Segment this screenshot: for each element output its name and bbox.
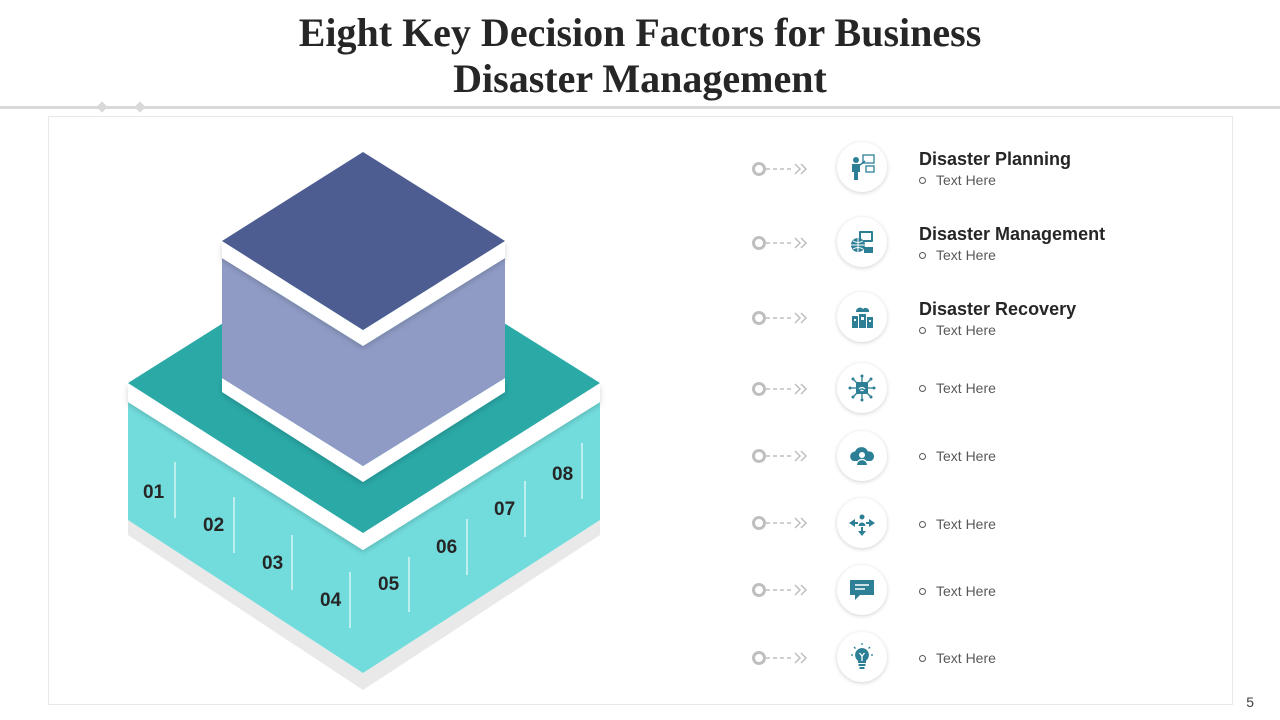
factor-heading: Disaster Planning — [919, 149, 1072, 169]
cloud-user-icon — [850, 447, 875, 465]
content-frame — [48, 116, 1233, 705]
cloud-building-icon — [852, 307, 873, 328]
connector-arrow-icon — [752, 583, 808, 597]
connector-arrow-icon — [752, 382, 808, 396]
factor-text-label: Text Here — [936, 172, 996, 188]
factor-icon-holder — [837, 142, 887, 192]
upper-cube-side — [222, 258, 505, 466]
factor-icon-holder — [837, 498, 887, 548]
network-chip-icon — [848, 374, 876, 402]
segment-number: 08 — [552, 464, 573, 485]
factor-row-4: Text Here — [750, 361, 1230, 417]
page-number: 5 — [1246, 694, 1254, 710]
factor-row-3: Disaster Recovery Text Here — [750, 290, 1230, 346]
factor-row-1: Disaster Planning Text Here — [750, 140, 1230, 196]
connector-arrow-icon — [752, 236, 808, 250]
factor-row-8: Text Here — [750, 630, 1230, 686]
bullet-icon — [919, 654, 926, 662]
segment-number: 04 — [320, 590, 342, 611]
bullet-icon — [919, 520, 926, 528]
factor-text-label: Text Here — [936, 650, 996, 666]
factor-text-label: Text Here — [936, 322, 996, 338]
connector-arrow-icon — [752, 449, 808, 463]
factor-icon-holder — [837, 632, 887, 682]
factor-icon-holder — [837, 292, 887, 342]
segment-number: 02 — [203, 515, 224, 536]
segment-number: 01 — [143, 482, 165, 503]
factor-text: Text Here — [919, 247, 996, 263]
factor-text: Text Here — [919, 448, 996, 464]
factor-text-label: Text Here — [936, 583, 996, 599]
segment-number: 05 — [378, 574, 400, 595]
title-divider — [0, 106, 1280, 109]
factor-text-label: Text Here — [936, 448, 996, 464]
factor-heading: Disaster Recovery — [919, 299, 1077, 319]
upper-cube-top — [222, 152, 505, 330]
slide-title: Eight Key Decision Factors for Business … — [0, 10, 1280, 102]
factor-text-label: Text Here — [936, 247, 996, 263]
factor-icon-holder — [837, 565, 887, 615]
slide-title-line-2: Disaster Management — [453, 56, 827, 101]
chat-bubble-icon — [850, 580, 874, 600]
factor-row-5: Text Here — [750, 429, 1230, 485]
presentation-person-icon — [852, 154, 875, 180]
connector-arrow-icon — [752, 516, 808, 530]
bullet-icon — [919, 587, 926, 595]
factor-text: Text Here — [919, 322, 996, 338]
factor-row-2: Disaster Management Text Here — [750, 215, 1230, 271]
segment-dividers — [174, 443, 583, 628]
factor-text: Text Here — [919, 172, 996, 188]
factor-row-6: Text Here — [750, 496, 1230, 552]
arrows-person-icon — [849, 514, 875, 536]
factor-row-7: Text Here — [750, 563, 1230, 619]
bullet-icon — [919, 452, 926, 460]
factor-icon-holder — [837, 363, 887, 413]
stacked-box-diagram: 01 02 03 04 05 06 07 08 — [128, 152, 600, 690]
factor-icon-holder — [837, 217, 887, 267]
bullet-icon — [919, 176, 926, 184]
connector-arrow-icon — [752, 651, 808, 665]
factor-text-label: Text Here — [936, 516, 996, 532]
segment-number: 03 — [262, 553, 283, 574]
segment-numbers: 01 02 03 04 05 06 07 08 — [143, 464, 573, 611]
connector-arrow-icon — [752, 311, 808, 325]
bullet-icon — [919, 384, 926, 392]
connector-arrow-icon — [752, 162, 808, 176]
segment-number: 07 — [494, 499, 515, 520]
upper-cube — [222, 152, 505, 482]
lightbulb-icon — [851, 643, 873, 669]
bullet-icon — [919, 326, 926, 334]
factor-text: Text Here — [919, 380, 996, 396]
factor-text-label: Text Here — [936, 380, 996, 396]
lower-slab-side — [128, 402, 600, 673]
globe-computer-icon — [851, 231, 873, 253]
segment-number: 06 — [436, 537, 457, 558]
factor-text: Text Here — [919, 650, 996, 666]
factor-text: Text Here — [919, 516, 996, 532]
factor-heading: Disaster Management — [919, 224, 1106, 244]
factor-text: Text Here — [919, 583, 996, 599]
bullet-icon — [919, 251, 926, 259]
slide-title-line-1: Eight Key Decision Factors for Business — [298, 10, 982, 55]
factor-icon-holder — [837, 431, 887, 481]
